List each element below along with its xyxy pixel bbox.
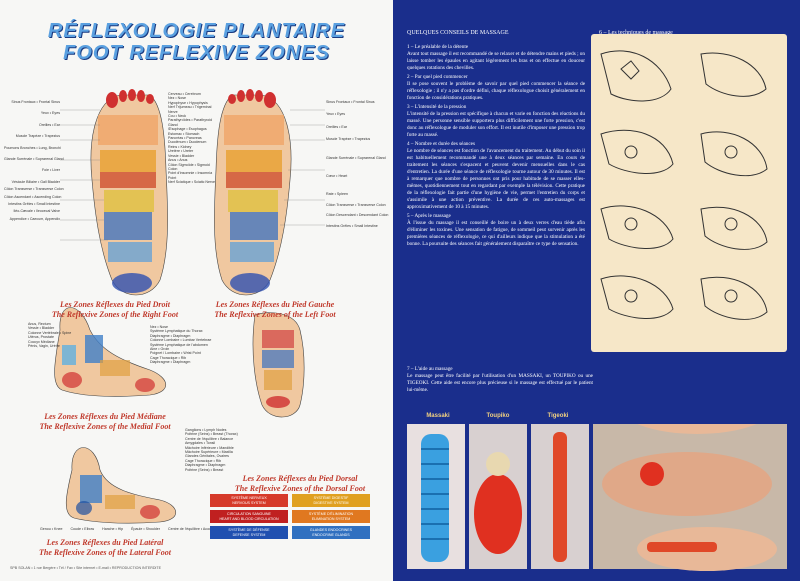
section-text: Avant tout massage il est recommandé de … [407,51,585,71]
product-photos [407,424,787,571]
section-heading: 5 – Après le massage [407,213,451,219]
left-foot-sole [214,89,292,296]
section-text: L'intensité de la pression est spécifiqu… [407,111,585,138]
caption-right-foot: Les Zones Réflexes du Pied Droit The Ref… [51,300,179,319]
legend-digestive: SYSTÈME DIGESTIF DIGESTIVE SYSTEM [292,494,370,507]
legend-endocrine: GLANDES ENDOCRINES ENDOCRINE GLANDS [292,526,370,539]
label-list-right-foot: Sinus Frontaux • Frontal Sinus Yeux • Ey… [4,100,64,221]
label-list-medial: Anus, Rectum Vessie • Bladder Colonne Ve… [28,322,72,349]
label-list-lateral-bottom: Genou • Knee Coude • Elbow Hanche • Hip … [40,527,233,531]
section-text: À l'issue du massage il est conseillé de… [407,220,585,247]
product-label-tigeoki: Tigeoki [547,413,569,419]
label-list-lateral: Ganglions • Lymph Nodes Poitrine (Seins)… [185,428,238,472]
poster-title-fr: RÉFLEXOLOGIE PLANTAIRE [47,20,346,42]
foot-soles-diagram [54,89,325,524]
label-list-center: Cerveau • Cerebrum Nez • Nose Hypophyse … [168,92,215,185]
advice-sections: 1 – Le préalable de la détente Avant tou… [407,42,585,249]
caption-medial-foot: Les Zones Réflexes du Pied Médiane The R… [39,412,171,431]
section-text: Il se pose souvent le problème de savoir… [407,81,585,101]
legend-nervous: SYSTÈME NERVEUX NERVOUS SYSTEM [210,494,288,507]
hand-technique-drawings [600,50,768,320]
right-foot-sole [90,89,168,296]
section-text: Le nombre de séances est fonction de l'a… [407,148,585,210]
aid-heading: 7 – L'aide au massage [407,366,453,372]
massage-aid-section: 7 – L'aide au massage Le massage peut êt… [407,366,593,394]
dorsal-foot [252,312,305,418]
legend-elimination: SYSTÈME D'ÉLIMINATION ELIMINATION SYSTEM [292,510,370,523]
techniques-illustration [591,34,787,352]
massage-advice-poster: QUELQUES CONSEILS DE MASSAGE 6 – Les tec… [393,0,800,581]
medial-foot [54,307,167,397]
legend-circulation: CIRCULATION SANGUINE HEART AND BLOOD CIR… [210,510,288,523]
label-list-left-foot: Sinus Frontaux • Frontal Sinus Yeux • Ey… [326,100,389,228]
label-list-dorsal: Nez • Nose Système Lymphatique du Thorax… [150,325,212,365]
poster-footer: SPB SOLAN • 1 rue Bergère • Tél / Fax • … [10,566,162,570]
poster-title-en: FOOT REFLEXIVE ZONES [63,42,330,64]
lateral-foot [65,447,177,524]
section-heading: 4 – Nombre et durée des séances [407,141,475,147]
caption-lateral-foot: Les Zones Réflexes du Pied Latéral The R… [39,538,171,557]
product-label-toupiko: Toupiko [486,413,510,419]
legend-defense: SYSTÈME DE DÉFENSE DEFENSE SYSTEM [210,526,288,539]
section-heading: 3 – L'intensité de la pression [407,104,467,110]
techniques-heading: 6 – Les techniques de massage [599,30,673,36]
product-label-massaki: Massaki [426,413,450,419]
foot-chart-poster: RÉFLEXOLOGIE PLANTAIRE FOOT REFLEXIVE ZO… [0,0,393,581]
advice-heading: QUELQUES CONSEILS DE MASSAGE [407,30,509,36]
aid-text: Le massage peut être facilité par l'util… [407,373,593,393]
section-heading: 2 – Par quel pied commencer [407,74,468,80]
section-heading: 1 – Le préalable de la détente [407,44,469,50]
caption-dorsal-foot: Les Zones Réflexes du Pied Dorsal The Re… [234,474,366,493]
caption-left-foot: Les Zones Réflexes du Pied Gauche The Re… [214,300,336,319]
